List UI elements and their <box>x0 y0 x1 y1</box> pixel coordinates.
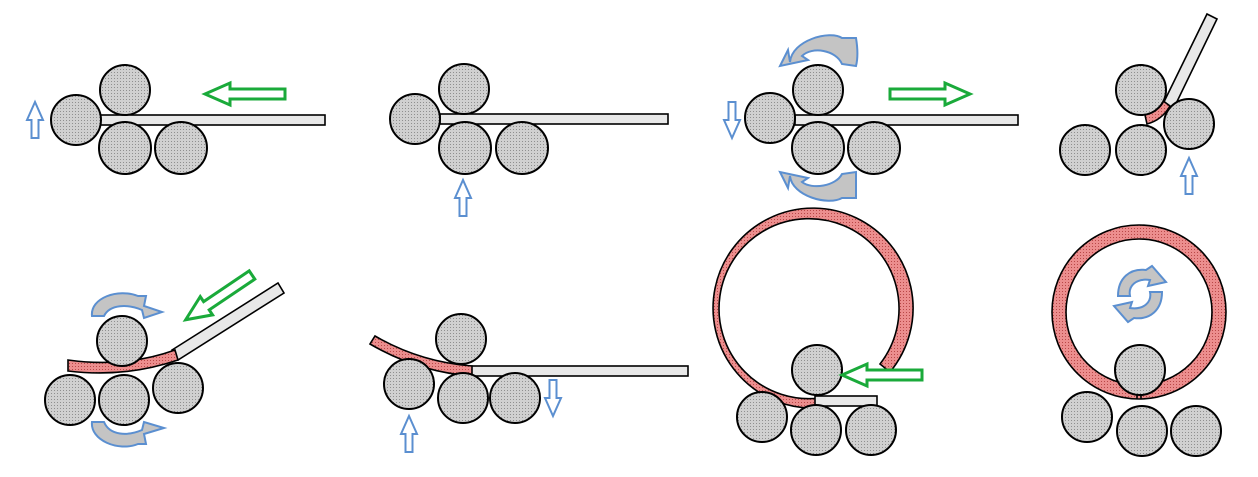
step-2 <box>389 63 669 217</box>
step-7 <box>712 207 924 456</box>
feed-arrow-left-icon <box>840 362 924 388</box>
rotate-arrow-bottom-icon <box>778 170 857 202</box>
roller-bottom <box>98 121 152 175</box>
flat-plate <box>439 113 669 125</box>
roller-bottom-left <box>44 374 96 426</box>
feed-arrow-right-icon <box>888 81 972 107</box>
roller-right <box>152 362 204 414</box>
feed-arrow-left-icon <box>203 81 287 107</box>
bent-plate-segment <box>67 348 179 374</box>
roller-bottom-left <box>1061 391 1113 443</box>
roller-bottom <box>1115 124 1167 176</box>
step-6 <box>368 313 689 453</box>
rotate-cycle-icon <box>1112 264 1168 324</box>
roller-top <box>435 313 487 365</box>
roller-top <box>99 64 151 116</box>
roller-bottom-right <box>489 372 541 424</box>
down-arrow-icon <box>723 101 741 139</box>
down-arrow-icon <box>544 379 562 417</box>
roller-bottom-left <box>736 391 788 443</box>
roller-side <box>50 94 102 146</box>
roller-side <box>389 93 441 145</box>
rotate-arrow-top-icon <box>778 34 859 68</box>
flat-plate <box>469 365 689 377</box>
feed-arrow-down-left-icon <box>178 264 260 331</box>
roller-bottom-right <box>154 121 208 175</box>
step-1 <box>26 64 326 175</box>
roller-top <box>1114 344 1166 396</box>
roller-bottom <box>438 121 492 175</box>
roller-bottom <box>790 404 842 456</box>
step-5 <box>44 264 286 448</box>
up-arrow-icon <box>400 415 418 453</box>
roller-top <box>792 64 844 116</box>
rotate-arrow-top-icon <box>90 292 166 320</box>
roller-bottom-left <box>1059 124 1111 176</box>
roller-top <box>438 63 490 115</box>
roller-bottom-right <box>1170 405 1222 457</box>
roller-bottom-right <box>847 121 901 175</box>
roller-bottom-right <box>845 404 897 456</box>
roller-top <box>96 315 148 367</box>
up-arrow-icon <box>1180 157 1198 195</box>
roller-bottom <box>791 121 845 175</box>
roller-top <box>1115 64 1167 116</box>
roller-bottom <box>1116 405 1168 457</box>
roller-bottom <box>98 374 150 426</box>
roller-left <box>383 358 435 410</box>
step-8 <box>1051 224 1227 457</box>
roller-top <box>791 344 843 396</box>
up-arrow-icon <box>26 101 44 139</box>
step-3 <box>723 34 1019 202</box>
step-4 <box>1059 12 1219 195</box>
flat-plate <box>814 395 878 407</box>
rotate-arrow-bottom-icon <box>90 420 168 448</box>
up-arrow-icon <box>454 179 472 217</box>
roller-bottom-right <box>495 121 549 175</box>
roller-right <box>1163 98 1215 150</box>
roller-bottom <box>437 372 489 424</box>
roller-side <box>744 92 796 144</box>
